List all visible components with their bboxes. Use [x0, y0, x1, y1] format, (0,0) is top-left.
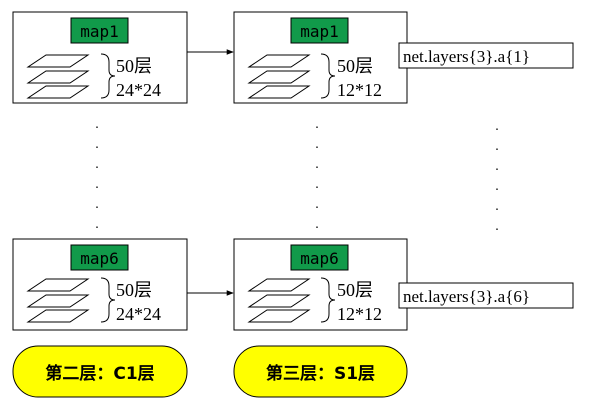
map-label: map1 — [80, 22, 119, 41]
feature-stack-icon — [27, 278, 89, 323]
size-label: 12*12 — [337, 304, 382, 324]
svg-text:.: . — [95, 117, 99, 132]
s1-continuation-dots: . . . . . . — [315, 117, 319, 232]
svg-text:.: . — [315, 137, 319, 152]
depth-label: 50层 — [116, 56, 152, 76]
map-label-badge — [70, 244, 129, 271]
feature-stack-icon — [248, 278, 310, 323]
svg-text:.: . — [315, 197, 319, 212]
c1-map6-box: map6 50层 24*24 — [12, 238, 188, 331]
svg-text:.: . — [95, 217, 99, 232]
map-label: map6 — [80, 249, 119, 268]
svg-text:.: . — [95, 197, 99, 212]
depth-label: 50层 — [116, 280, 152, 300]
svg-text:.: . — [495, 199, 499, 214]
s1-map6-box: map6 50层 12*12 — [233, 238, 408, 331]
size-label: 24*24 — [116, 80, 161, 100]
svg-text:.: . — [315, 177, 319, 192]
caption-text: 第二层：C1层 — [45, 363, 154, 384]
svg-text:.: . — [495, 159, 499, 174]
s1-layer-caption: 第三层：S1层 — [233, 345, 408, 398]
size-label: 12*12 — [337, 80, 382, 100]
caption-text: 第三层：S1层 — [266, 363, 375, 384]
svg-text:.: . — [95, 137, 99, 152]
svg-text:.: . — [495, 179, 499, 194]
s1-map6-output: net.layers{3}.a{6} — [398, 282, 574, 309]
map-label-badge — [290, 17, 349, 44]
c1-layer-caption: 第二层：C1层 — [12, 345, 188, 398]
map-label: map1 — [300, 22, 339, 41]
svg-text:.: . — [495, 139, 499, 154]
map-label-badge — [70, 17, 129, 44]
map-label-badge — [290, 244, 349, 271]
svg-text:.: . — [95, 177, 99, 192]
depth-label: 50层 — [337, 280, 373, 300]
svg-text:.: . — [315, 157, 319, 172]
output-continuation-dots: . . . . . . — [495, 119, 499, 234]
svg-text:.: . — [495, 219, 499, 234]
svg-text:.: . — [315, 117, 319, 132]
c1-continuation-dots: . . . . . . — [95, 117, 99, 232]
size-label: 24*24 — [116, 304, 161, 324]
s1-map1-box: map1 50层 12*12 — [233, 11, 408, 104]
c1-map1-box: map1 50层 24*24 — [12, 11, 188, 104]
depth-label: 50层 — [337, 56, 373, 76]
feature-stack-icon — [27, 54, 89, 99]
svg-text:.: . — [315, 217, 319, 232]
s1-map1-output: net.layers{3}.a{1} — [398, 42, 574, 69]
svg-text:.: . — [495, 119, 499, 134]
feature-stack-icon — [248, 54, 310, 99]
map-label: map6 — [300, 249, 339, 268]
output-label: net.layers{3}.a{6} — [403, 287, 530, 306]
svg-text:.: . — [95, 157, 99, 172]
output-label: net.layers{3}.a{1} — [403, 47, 530, 66]
